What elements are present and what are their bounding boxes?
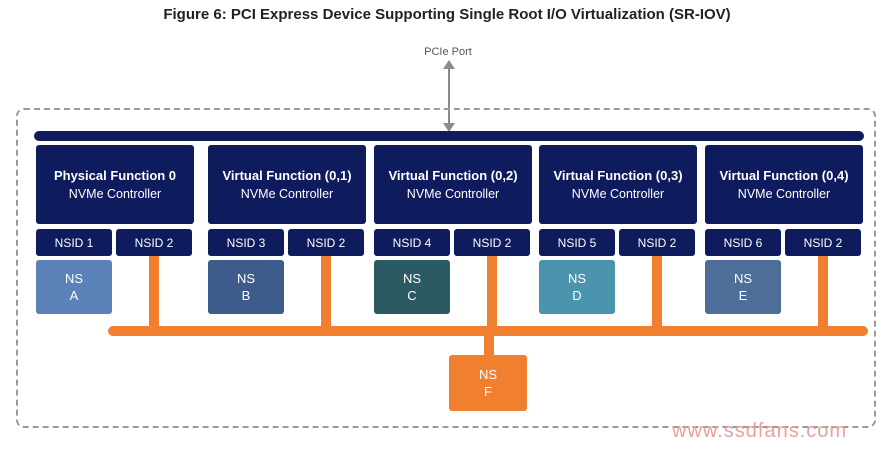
controller-type-label: NVMe Controller bbox=[406, 186, 500, 201]
shared-link-vf01 bbox=[321, 256, 331, 329]
shared-link-vf02 bbox=[487, 256, 497, 329]
namespace-label: NS bbox=[64, 271, 84, 286]
controller-function-label: Physical Function 0 bbox=[53, 167, 177, 183]
shared-namespace-drop bbox=[484, 334, 494, 358]
shared-link-vf03 bbox=[652, 256, 662, 329]
nsid-shared-vf04: NSID 2 bbox=[785, 229, 861, 256]
namespace-label: NS bbox=[478, 367, 498, 382]
namespace-c: NS C bbox=[374, 260, 450, 314]
pcie-port-arrow bbox=[443, 60, 455, 132]
controller-type-label: NVMe Controller bbox=[240, 186, 334, 201]
namespace-e: NS E bbox=[705, 260, 781, 314]
controller-function-label: Virtual Function (0,4) bbox=[719, 167, 849, 183]
namespace-letter: E bbox=[738, 288, 748, 303]
namespace-b: NS B bbox=[208, 260, 284, 314]
namespace-letter: F bbox=[484, 384, 492, 399]
nsid-private-vf04: NSID 6 bbox=[705, 229, 781, 256]
nsid-private-pf0: NSID 1 bbox=[36, 229, 112, 256]
nsid-private-vf02: NSID 4 bbox=[374, 229, 450, 256]
controller-pf0: Physical Function 0 NVMe Controller bbox=[36, 145, 194, 224]
nsid-shared-pf0: NSID 2 bbox=[116, 229, 192, 256]
pcie-port-label: PCIe Port bbox=[424, 46, 472, 58]
device-boundary bbox=[16, 108, 876, 428]
namespace-a: NS A bbox=[36, 260, 112, 314]
controller-function-label: Virtual Function (0,1) bbox=[222, 167, 352, 183]
internal-bus bbox=[34, 131, 864, 141]
controller-function-label: Virtual Function (0,2) bbox=[388, 167, 518, 183]
nsid-private-vf03: NSID 5 bbox=[539, 229, 615, 256]
namespace-letter: B bbox=[241, 288, 251, 303]
namespace-label: NS bbox=[567, 271, 587, 286]
shared-namespace-bus bbox=[108, 326, 868, 336]
controller-type-label: NVMe Controller bbox=[571, 186, 665, 201]
namespace-letter: A bbox=[69, 288, 79, 303]
controller-type-label: NVMe Controller bbox=[737, 186, 831, 201]
nsid-shared-vf01: NSID 2 bbox=[288, 229, 364, 256]
controller-vf02: Virtual Function (0,2) NVMe Controller bbox=[374, 145, 532, 224]
namespace-label: NS bbox=[236, 271, 256, 286]
shared-link-vf04 bbox=[818, 256, 828, 329]
namespace-label: NS bbox=[402, 271, 422, 286]
controller-vf04: Virtual Function (0,4) NVMe Controller bbox=[705, 145, 863, 224]
namespace-label: NS bbox=[733, 271, 753, 286]
watermark: www.ssdfans.com bbox=[672, 420, 848, 442]
controller-vf01: Virtual Function (0,1) NVMe Controller bbox=[208, 145, 366, 224]
shared-link-pf0 bbox=[149, 256, 159, 329]
controller-vf03: Virtual Function (0,3) NVMe Controller bbox=[539, 145, 697, 224]
nsid-private-vf01: NSID 3 bbox=[208, 229, 284, 256]
figure-title: Figure 6: PCI Express Device Supporting … bbox=[163, 6, 731, 23]
namespace-letter: C bbox=[407, 288, 417, 303]
namespace-letter: D bbox=[572, 288, 582, 303]
controller-type-label: NVMe Controller bbox=[68, 186, 162, 201]
nsid-shared-vf03: NSID 2 bbox=[619, 229, 695, 256]
controller-function-label: Virtual Function (0,3) bbox=[553, 167, 683, 183]
namespace-d: NS D bbox=[539, 260, 615, 314]
nsid-shared-vf02: NSID 2 bbox=[454, 229, 530, 256]
namespace-f-shared: NS F bbox=[449, 355, 527, 411]
